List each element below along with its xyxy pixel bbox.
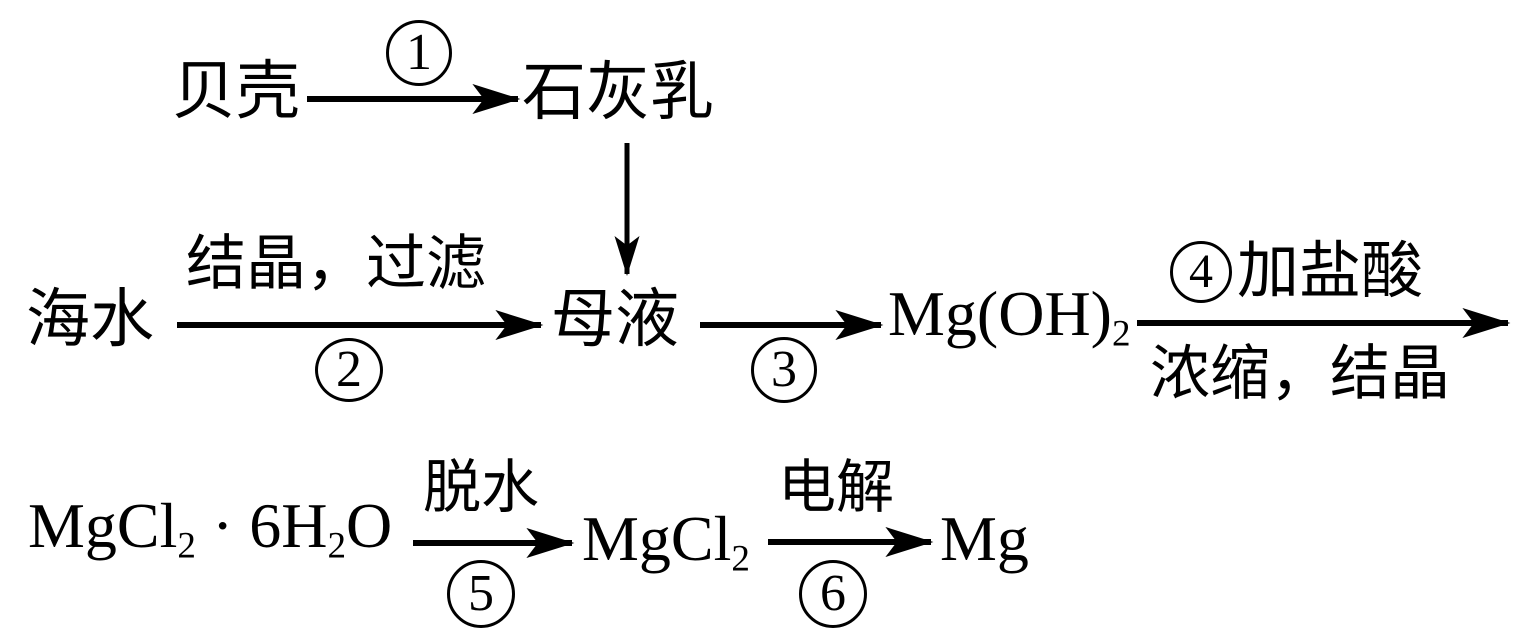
step2-number: 2 <box>336 341 362 398</box>
step5-circled-number: 5 <box>447 560 515 628</box>
step1-number: 1 <box>406 24 432 81</box>
step2-circled-number: 2 <box>315 338 383 402</box>
node-lime-milk: 石灰乳 <box>522 57 714 128</box>
step4-circled-number: 4 <box>1170 241 1232 303</box>
node-mother-liquor: 母液 <box>551 284 679 355</box>
node-seawater: 海水 <box>26 284 154 355</box>
step5-condition-label: 脱水 <box>423 455 540 520</box>
node-magnesium-chloride-hexahydrate: MgCl2 · 6H2O <box>28 490 393 567</box>
node-magnesium: Mg <box>940 503 1029 574</box>
node-shells: 贝壳 <box>172 56 300 127</box>
step1-circled-number: 1 <box>386 20 452 86</box>
step4-condition-row: 4 加盐酸 <box>1170 241 1423 303</box>
step6-condition-label: 电解 <box>778 455 895 520</box>
node-magnesium-chloride: MgCl2 <box>582 503 750 580</box>
step4-condition-below-label: 浓缩，结晶 <box>1150 341 1450 407</box>
step4-number: 4 <box>1189 245 1213 298</box>
step3-circled-number: 3 <box>751 337 817 403</box>
step4-condition-label: 加盐酸 <box>1237 238 1424 306</box>
step3-number: 3 <box>771 341 797 398</box>
step2-condition-label: 结晶，过滤 <box>186 231 486 297</box>
step6-number: 6 <box>820 565 846 622</box>
step5-number: 5 <box>468 565 494 622</box>
step6-circled-number: 6 <box>799 560 867 628</box>
node-magnesium-hydroxide: Mg(OH)2 <box>888 278 1131 355</box>
